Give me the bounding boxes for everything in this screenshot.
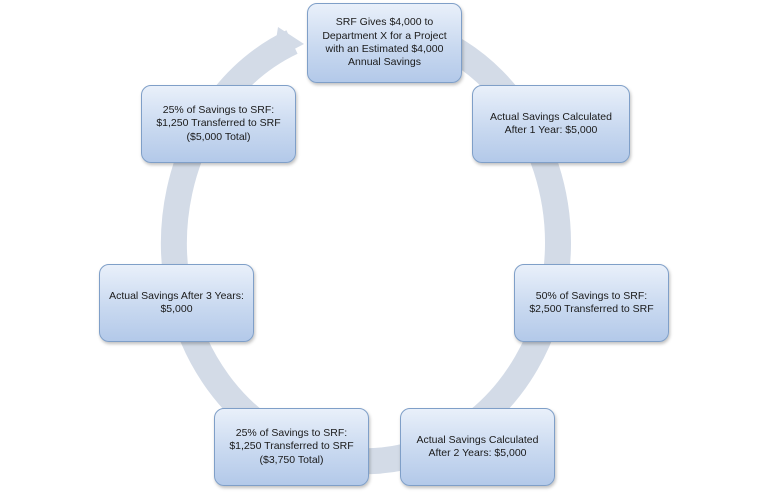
- step-savings-year-2: Actual Savings Calculated After 2 Years:…: [400, 408, 555, 486]
- step-transfer-25-percent-second-text: 25% of Savings to SRF: $1,250 Transferre…: [156, 103, 281, 143]
- step-transfer-25-percent-first-text: 25% of Savings to SRF: $1,250 Transferre…: [229, 426, 354, 466]
- step-transfer-25-percent-second: 25% of Savings to SRF: $1,250 Transferre…: [141, 85, 296, 163]
- step-srf-gives-funding: SRF Gives $4,000 to Department X for a P…: [307, 3, 462, 83]
- step-savings-year-1-text: Actual Savings Calculated After 1 Year: …: [490, 110, 612, 136]
- cycle-arrowhead-icon: [273, 27, 304, 60]
- step-savings-year-3-text: Actual Savings After 3 Years: $5,000: [109, 289, 244, 315]
- step-transfer-50-percent-text: 50% of Savings to SRF: $2,500 Transferre…: [529, 289, 654, 315]
- step-savings-year-2-text: Actual Savings Calculated After 2 Years:…: [416, 433, 539, 459]
- step-transfer-50-percent: 50% of Savings to SRF: $2,500 Transferre…: [514, 264, 669, 342]
- step-srf-gives-funding-text: SRF Gives $4,000 to Department X for a P…: [322, 16, 447, 69]
- step-transfer-25-percent-first: 25% of Savings to SRF: $1,250 Transferre…: [214, 408, 369, 486]
- step-savings-year-1: Actual Savings Calculated After 1 Year: …: [472, 85, 630, 163]
- step-savings-year-3: Actual Savings After 3 Years: $5,000: [99, 264, 254, 342]
